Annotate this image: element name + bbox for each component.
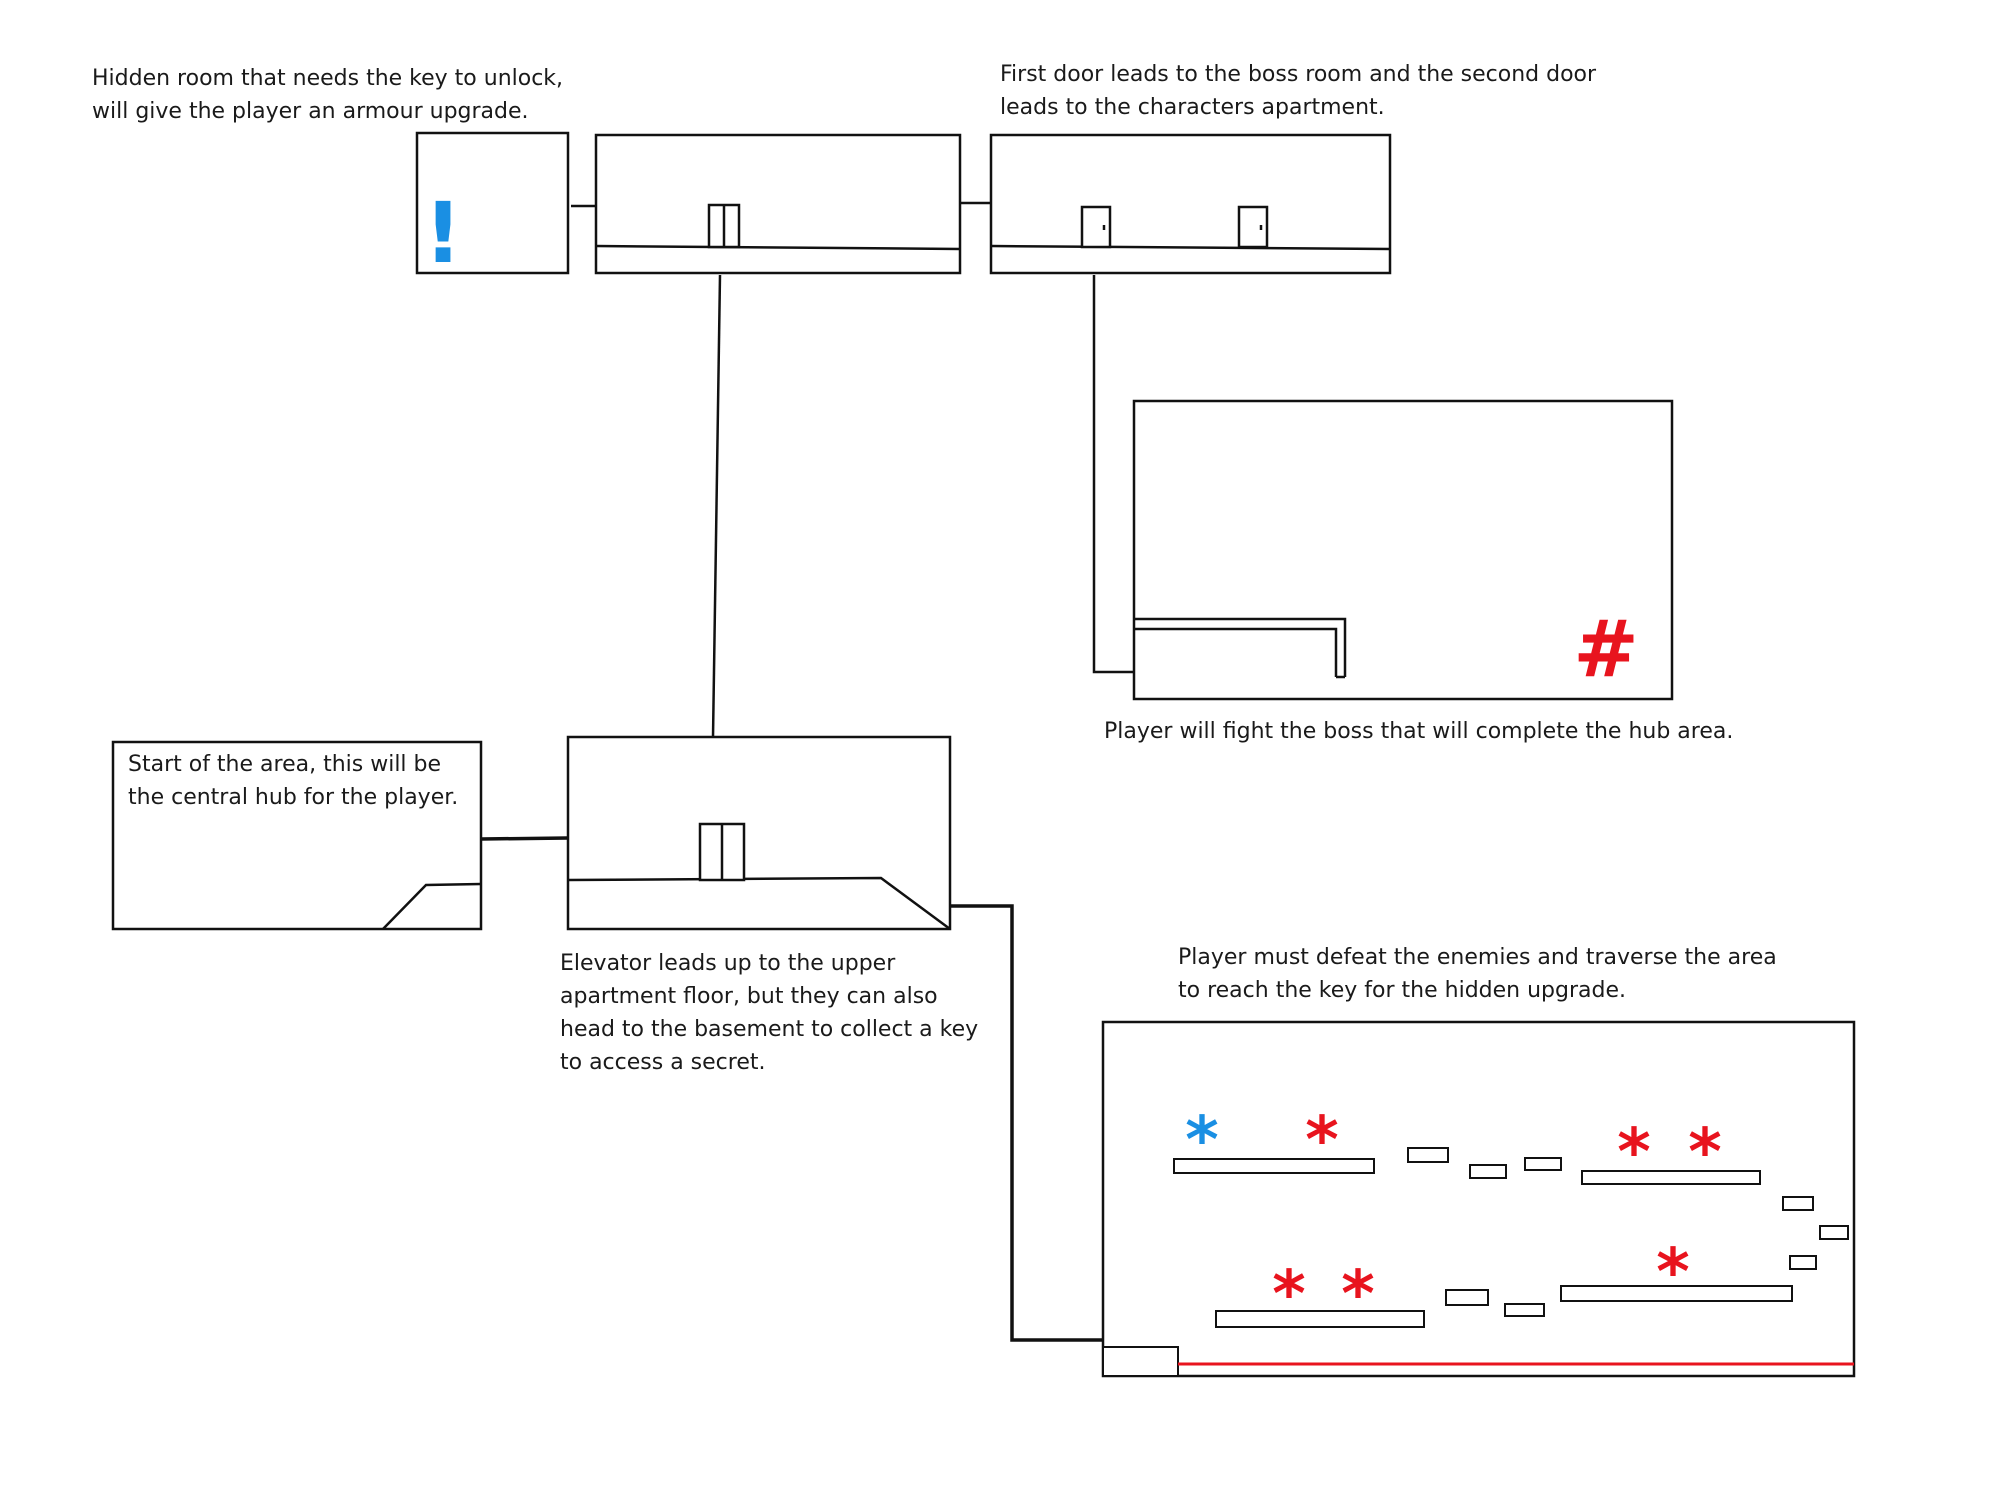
boss-room-door-icon [1080, 205, 1112, 249]
elevator-door-icon [707, 203, 741, 249]
platform-6 [1782, 1196, 1814, 1211]
start-room [111, 740, 483, 931]
platform-8 [1789, 1255, 1817, 1270]
platform-4 [1524, 1157, 1562, 1171]
connector-elevator-shaft [711, 274, 722, 738]
hidden-room-box [415, 131, 570, 275]
note-start-room: Start of the area, this will be the cent… [128, 752, 459, 810]
note-elevator: Elevator leads up to the upper apartment… [560, 951, 979, 1075]
start-room-ramp [382, 882, 482, 930]
elevator-room [566, 735, 952, 931]
doors-room-box [989, 133, 1392, 275]
basement-room: ******* [1101, 1020, 1856, 1378]
doors-room-floor [990, 244, 1391, 251]
hidden-room: ! [415, 131, 570, 282]
upper-hall-box [594, 133, 962, 275]
platform-12 [1560, 1285, 1793, 1302]
basement-platforms [1173, 1147, 1849, 1328]
platform-7 [1819, 1225, 1849, 1240]
room-connectors [480, 201, 1134, 1342]
boss-room: # [1132, 399, 1674, 701]
connector-elevator-to-basement [950, 904, 1103, 1342]
note-boss-room: Player will fight the boss that will com… [1104, 719, 1734, 744]
enemy-icon-4: * [1688, 1116, 1721, 1190]
platform-1 [1173, 1158, 1375, 1174]
platform-3 [1469, 1164, 1507, 1179]
basement-markers: ******* [1185, 1104, 1721, 1332]
elevator-room-box [566, 735, 952, 931]
platform-2 [1407, 1147, 1449, 1163]
enemy-icon-7: * [1656, 1236, 1689, 1310]
start-room-box [111, 740, 483, 931]
note-hidden-room: Hidden room that needs the key to unlock… [92, 66, 564, 124]
connector-doors-room-to-boss-room [1092, 275, 1134, 674]
upper-hall-room [594, 133, 962, 275]
platform-10 [1445, 1289, 1489, 1306]
basement-entry-step [1102, 1346, 1179, 1377]
enemy-icon-5: * [1272, 1258, 1305, 1332]
platform-5 [1581, 1170, 1761, 1185]
elevator-room-floor [567, 876, 951, 931]
upper-hall-floor [595, 244, 961, 251]
platform-11 [1504, 1303, 1545, 1317]
enemy-icon-6: * [1341, 1258, 1374, 1332]
elevator-door-icon-lower [698, 822, 746, 882]
boss-room-ledge-inner [1134, 627, 1338, 677]
doors-room [989, 133, 1392, 275]
boss-room-ledge-outer [1134, 617, 1347, 677]
note-doors-room: First door leads to the boss room and th… [1000, 62, 1597, 120]
enemy-icon-3: * [1617, 1116, 1650, 1190]
platform-9 [1215, 1310, 1425, 1328]
boss-icon: # [1573, 605, 1638, 695]
apartment-door-icon [1237, 205, 1269, 249]
note-basement: Player must defeat the enemies and trave… [1178, 945, 1777, 1003]
boss-room-box [1132, 399, 1674, 701]
enemy-icon-2: * [1305, 1104, 1338, 1178]
armour-upgrade-icon: ! [424, 184, 462, 282]
connector-start-to-elevator-room [480, 836, 569, 841]
key-icon-1: * [1185, 1104, 1218, 1178]
